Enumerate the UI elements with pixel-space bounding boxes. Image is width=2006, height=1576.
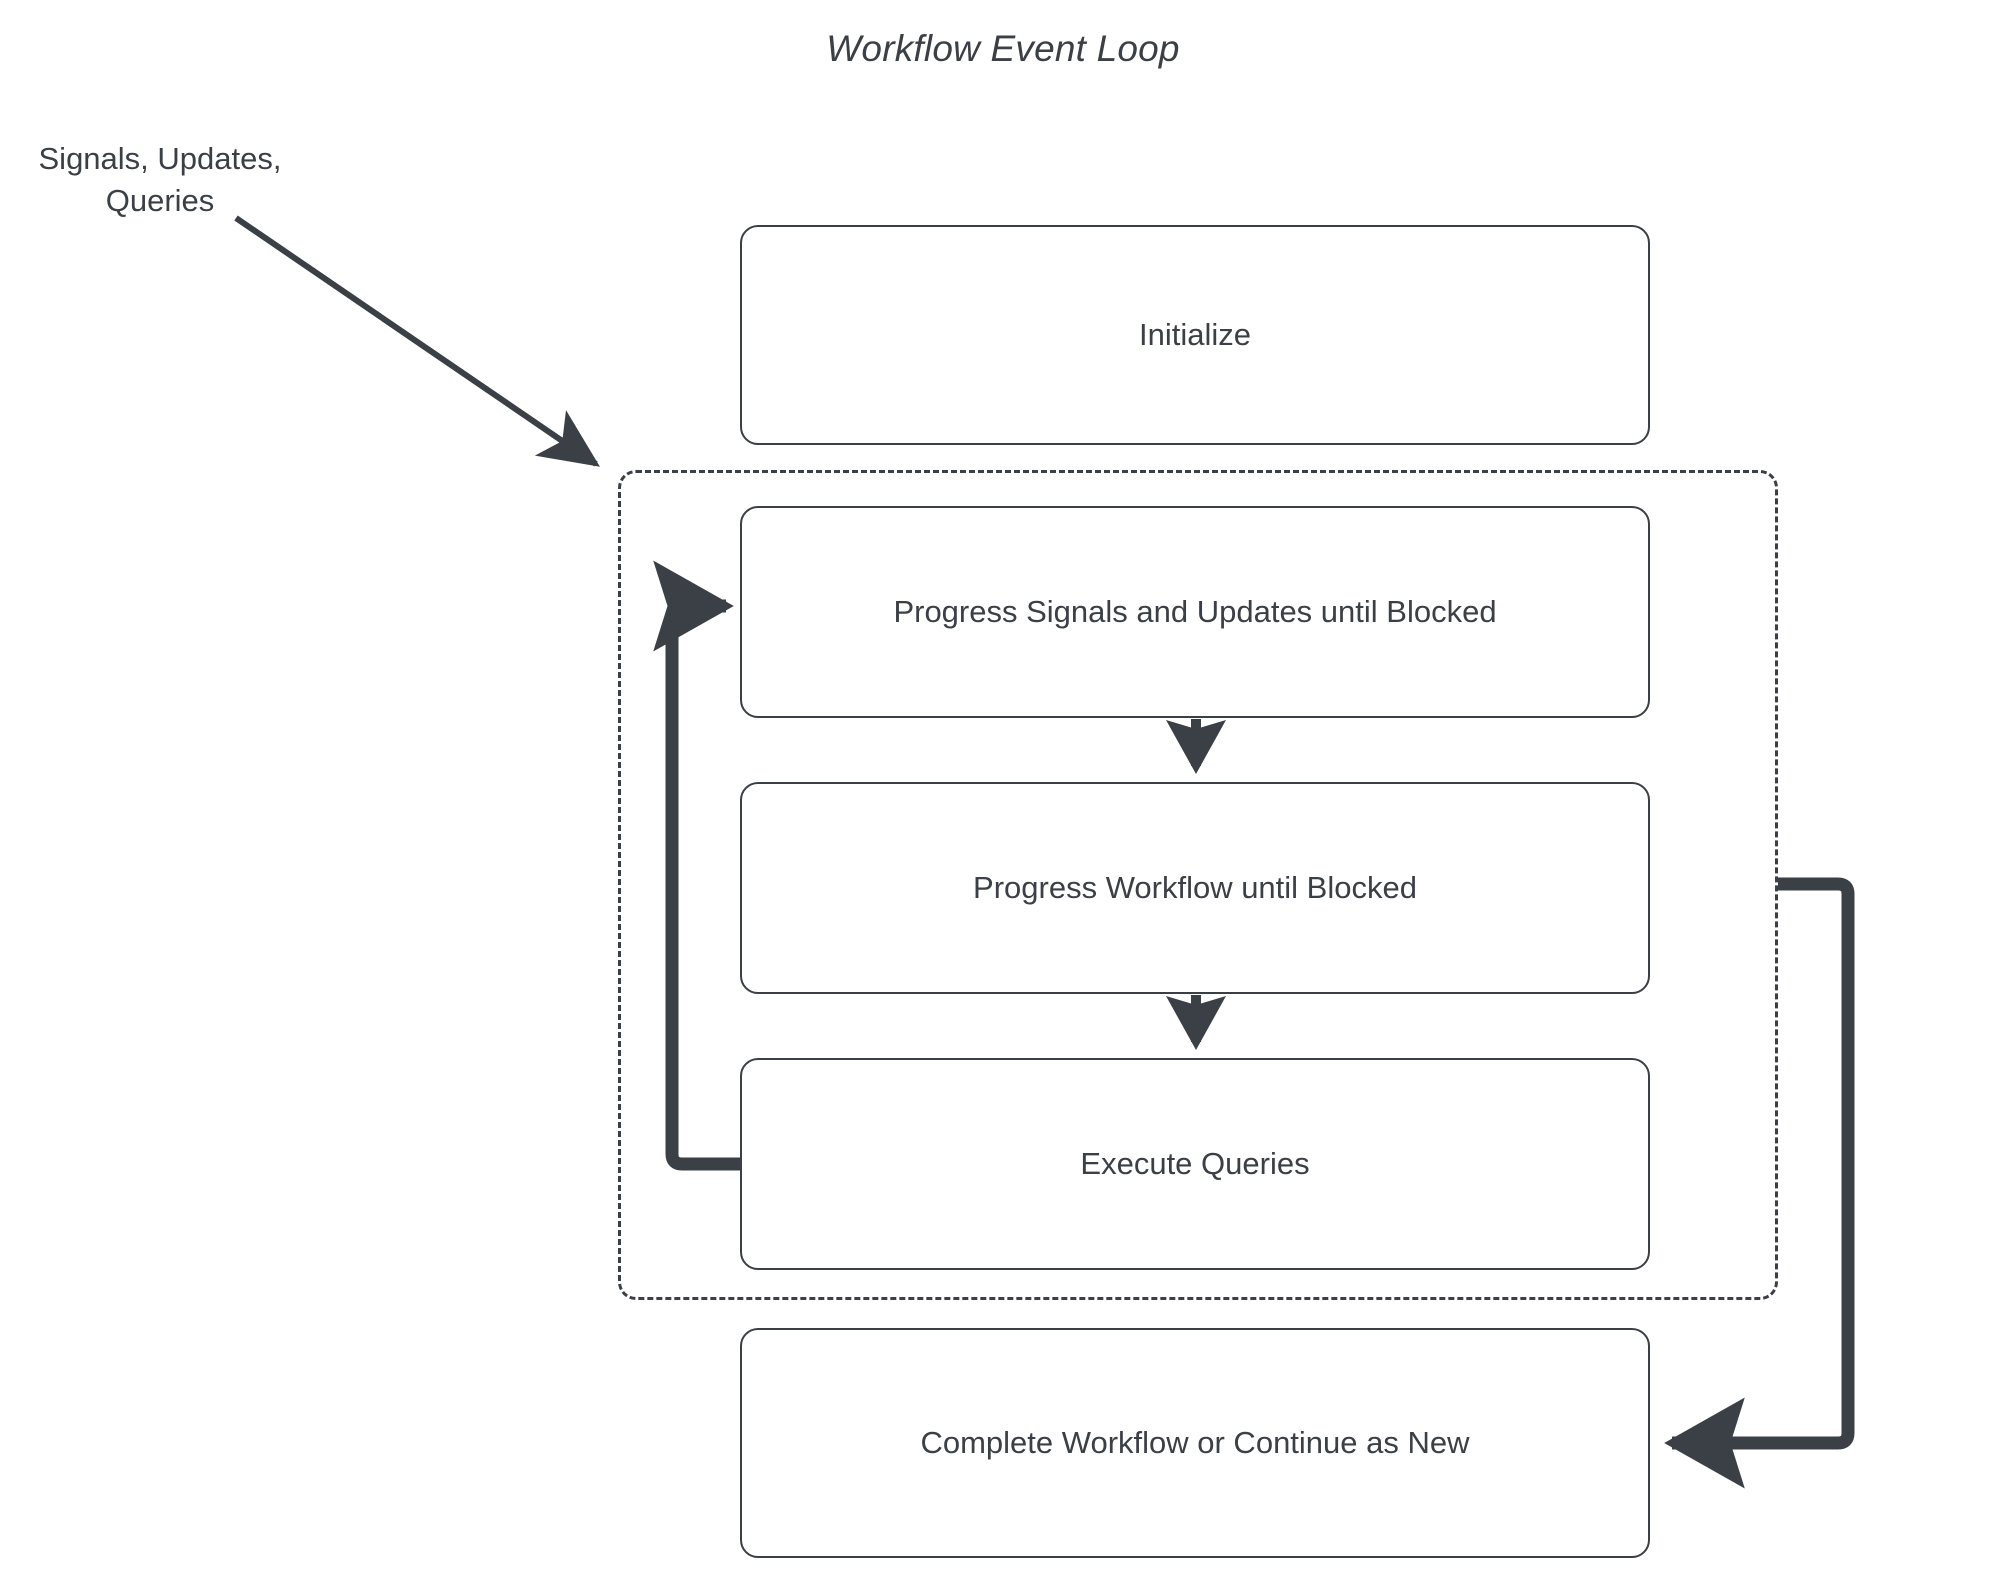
node-execute-queries[interactable]: Execute Queries	[740, 1058, 1650, 1270]
external-input-label: Signals, Updates, Queries	[14, 138, 306, 222]
external-input-label-line-1: Signals, Updates,	[38, 141, 282, 176]
node-execute-queries-label: Execute Queries	[1080, 1146, 1310, 1181]
node-complete-workflow[interactable]: Complete Workflow or Continue as New	[740, 1328, 1650, 1558]
node-progress-workflow[interactable]: Progress Workflow until Blocked	[740, 782, 1650, 994]
node-progress-workflow-label: Progress Workflow until Blocked	[973, 870, 1417, 905]
node-initialize-label: Initialize	[1139, 317, 1251, 352]
edge-signals-into-loop	[234, 215, 600, 467]
node-progress-signals-updates-label: Progress Signals and Updates until Block…	[893, 594, 1497, 629]
external-input-label-line-2: Queries	[105, 183, 215, 218]
node-progress-signals-updates[interactable]: Progress Signals and Updates until Block…	[740, 506, 1650, 718]
node-complete-workflow-label: Complete Workflow or Continue as New	[920, 1425, 1470, 1460]
node-initialize[interactable]: Initialize	[740, 225, 1650, 445]
diagram-title: Workflow Event Loop	[826, 28, 1180, 69]
event-loop-region	[618, 470, 1778, 1300]
